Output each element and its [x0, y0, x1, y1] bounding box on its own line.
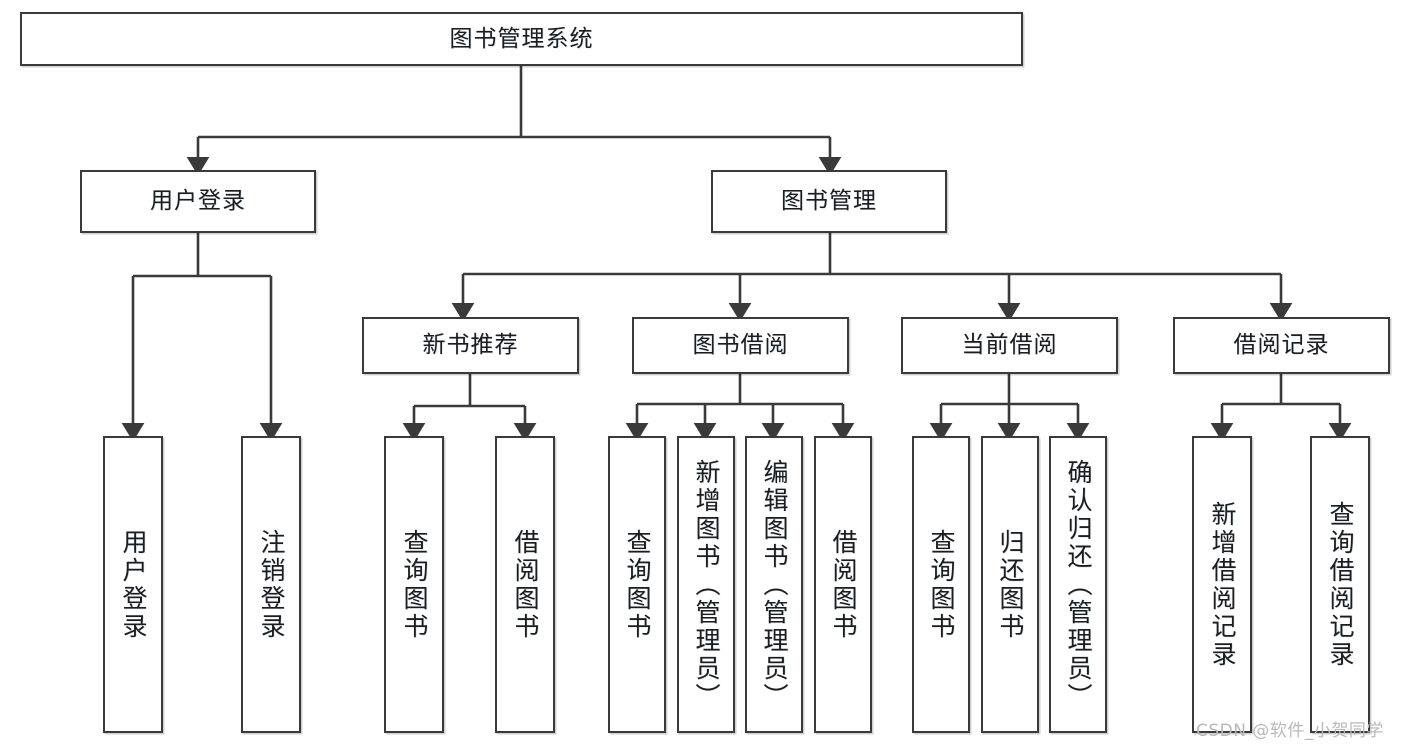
node-new-book-recommend[interactable]: 新书推荐 — [362, 317, 579, 374]
node-current-borrow[interactable]: 当前借阅 — [901, 317, 1118, 374]
node-book-management[interactable]: 图书管理 — [711, 170, 947, 233]
node-label: 借阅图书 — [829, 528, 858, 641]
node-label: 编辑图书（管理员） — [760, 458, 789, 711]
leaf-current-confirm-return-admin[interactable]: 确认归还（管理员） — [1049, 436, 1107, 733]
node-label: 确认归还（管理员） — [1064, 458, 1093, 711]
leaf-recommend-query-book[interactable]: 查询图书 — [384, 436, 444, 733]
node-label: 借阅记录 — [1233, 332, 1330, 358]
leaf-borrow-edit-book-admin[interactable]: 编辑图书（管理员） — [745, 436, 803, 733]
leaf-user-login-login[interactable]: 用户登录 — [103, 436, 163, 733]
node-label: 新增借阅记录 — [1208, 500, 1237, 669]
node-label: 图书借阅 — [692, 332, 789, 358]
node-root-book-management-system[interactable]: 图书管理系统 — [20, 12, 1023, 66]
node-label: 归还图书 — [996, 528, 1025, 641]
node-label: 注销登录 — [257, 528, 286, 641]
leaf-current-query-book[interactable]: 查询图书 — [912, 436, 970, 733]
leaf-recommend-borrow-book[interactable]: 借阅图书 — [495, 436, 555, 733]
leaf-user-login-logout[interactable]: 注销登录 — [241, 436, 301, 733]
leaf-borrow-add-book-admin[interactable]: 新增图书（管理员） — [677, 436, 735, 733]
node-label: 用户登录 — [119, 528, 148, 641]
node-label: 图书管理系统 — [449, 25, 594, 52]
node-borrow-record[interactable]: 借阅记录 — [1173, 317, 1390, 374]
leaf-record-add-borrow-record[interactable]: 新增借阅记录 — [1192, 436, 1252, 733]
node-label: 图书管理 — [781, 188, 877, 214]
node-book-borrow[interactable]: 图书借阅 — [632, 317, 849, 374]
node-label: 查询图书 — [400, 528, 429, 641]
node-label: 用户登录 — [150, 188, 246, 214]
node-user-login[interactable]: 用户登录 — [80, 170, 316, 233]
leaf-current-return-book[interactable]: 归还图书 — [981, 436, 1039, 733]
node-label: 查询图书 — [623, 528, 652, 641]
leaf-borrow-query-book[interactable]: 查询图书 — [608, 436, 666, 733]
node-label: 查询图书 — [927, 528, 956, 641]
node-label: 新增图书（管理员） — [692, 458, 721, 711]
leaf-borrow-borrow-book[interactable]: 借阅图书 — [814, 436, 872, 733]
leaf-record-query-borrow-record[interactable]: 查询借阅记录 — [1310, 436, 1370, 733]
node-label: 新书推荐 — [422, 332, 519, 358]
node-label: 当前借阅 — [961, 332, 1058, 358]
csdn-watermark: CSDN @软件_小贺同学 — [1196, 721, 1384, 741]
node-label: 查询借阅记录 — [1326, 500, 1355, 669]
node-label: 借阅图书 — [511, 528, 540, 641]
